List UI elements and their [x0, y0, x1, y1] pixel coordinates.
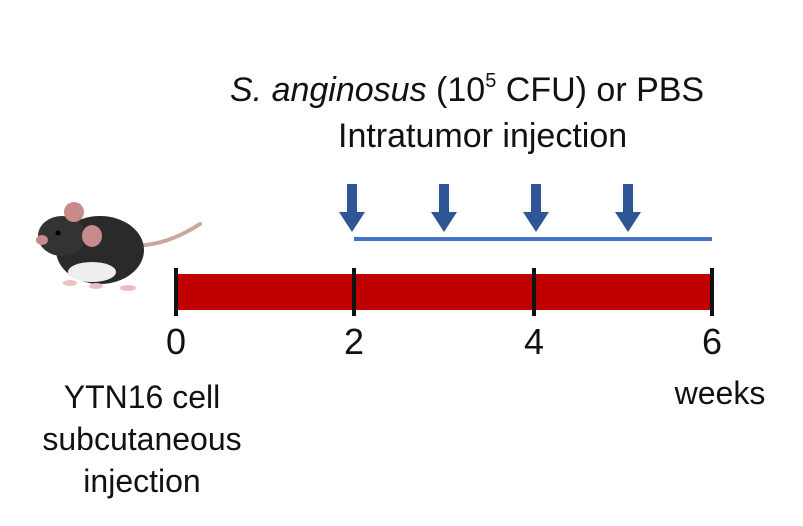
- tick-label-2: 2: [343, 321, 365, 362]
- tick-label-0: 0: [165, 321, 187, 362]
- treatment-title: S. anginosus (105 CFU) or PBS: [230, 70, 704, 110]
- start-event-line: YTN16 cell: [63, 379, 221, 415]
- dose-exponent: 5: [485, 70, 497, 92]
- start-event-line: injection: [83, 463, 201, 499]
- tick-label-6: 6: [701, 321, 723, 362]
- arrow-down-icon: [523, 184, 549, 232]
- arrow-down-icon: [339, 184, 365, 232]
- dose-prefix: (10: [426, 71, 486, 109]
- arrow-down-icon: [615, 184, 641, 232]
- arrow-down-icon: [431, 184, 457, 232]
- dose-suffix: CFU) or PBS: [496, 71, 705, 109]
- route-label: Intratumor injection: [338, 117, 628, 155]
- start-event-line: subcutaneous: [42, 421, 242, 457]
- timeline-bar: [176, 274, 712, 310]
- tick-label-4: 4: [523, 321, 545, 362]
- unit-label: weeks: [674, 375, 766, 411]
- start-event-caption: YTN16 cell subcutaneous injection: [12, 376, 272, 502]
- species-name: S. anginosus: [230, 71, 427, 109]
- mouse-icon: [36, 202, 202, 291]
